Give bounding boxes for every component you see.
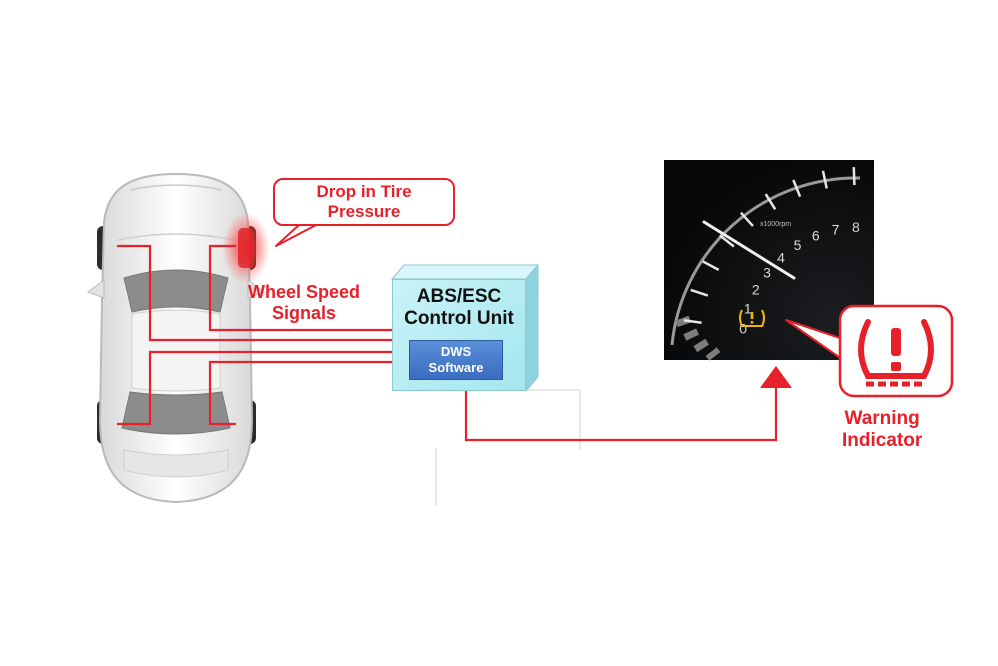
gauge-tick-label: 2 (752, 282, 760, 298)
gauge-needle (702, 220, 796, 280)
gauge-tick-mark (718, 234, 735, 248)
wheel-speed-line1: Wheel Speed (248, 282, 361, 302)
gauge-unit: x1000rpm (760, 221, 791, 228)
gauge-tick-label: 3 (763, 264, 771, 280)
tire-pressure-warning-icon (785, 304, 954, 398)
warning-line2: Indicator (842, 429, 923, 451)
gauge-tick-mark (702, 260, 720, 271)
gauge-tick-label: 4 (777, 249, 785, 265)
gauge-tick-mark (739, 211, 754, 227)
small-tpms-indicator-icon (739, 309, 765, 327)
gauge-tick-label: 8 (852, 219, 860, 235)
indicator-arrowhead (760, 366, 792, 388)
gauge-tick-mark (690, 288, 709, 297)
control-unit-line1: ABS/ESC (416, 286, 502, 307)
wheel-speed-line2: Signals (272, 302, 337, 323)
tire-pressure-callout: Drop in Tire Pressure (273, 178, 455, 226)
control-unit-line2: Control Unit (404, 307, 514, 329)
wheel-speed-label: Wheel Speed Signals (248, 282, 360, 323)
gauge-tick-mark (852, 167, 856, 186)
gauge-tick-label: 7 (832, 222, 840, 238)
car-top-view (86, 172, 270, 504)
ecu-box-3d (390, 263, 540, 393)
warning-line1: Warning (844, 408, 920, 429)
dws-line1: DWS (440, 344, 472, 359)
rear-window (121, 391, 231, 435)
gauge-tick-label: 0 (739, 321, 747, 337)
gauge-tick-mark (792, 179, 802, 198)
callout-line1: Drop in Tire (316, 182, 412, 201)
ecu-to-indicator-wire (464, 388, 778, 442)
wheel-speed-wires (117, 244, 392, 426)
windshield (123, 269, 229, 313)
gauge-tick-label: 6 (812, 228, 820, 244)
dws-software-box: DWS Software (409, 340, 503, 380)
gauge-tick-mark (821, 170, 828, 189)
gauge-tick-mark (683, 318, 702, 324)
control-unit-title: ABS/ESC Control Unit (392, 286, 526, 330)
gauge-tick-label: 5 (794, 237, 802, 253)
gauge-tick-label: 1 (744, 301, 752, 317)
callout-line2: Pressure (327, 201, 401, 221)
callout-tail (275, 223, 319, 247)
dws-line2: Software (428, 359, 484, 375)
gauge-tick-mark (764, 193, 777, 210)
warning-indicator-label: Warning Indicator (842, 408, 922, 452)
